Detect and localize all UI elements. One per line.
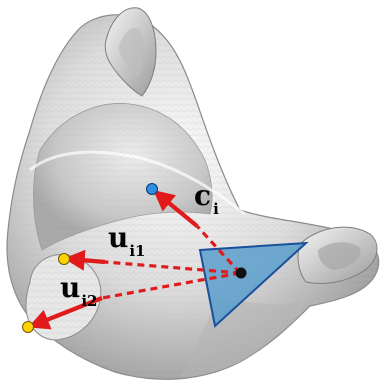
mesh-surface <box>7 8 379 380</box>
point-c <box>147 184 158 195</box>
point-u1 <box>59 254 70 265</box>
point-u2 <box>23 322 34 333</box>
triangle-center-point <box>236 268 247 279</box>
arrow-u1 <box>70 259 105 262</box>
